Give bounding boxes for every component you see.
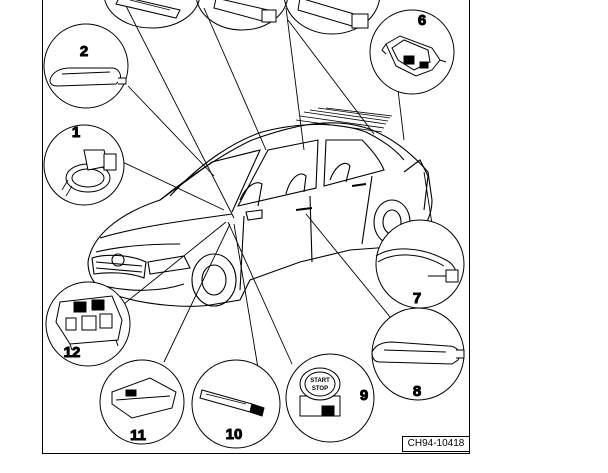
callout-6: 6 (418, 12, 426, 29)
callout-8: 8 (413, 383, 421, 400)
bubble-9: START STOP 9 (285, 353, 375, 443)
bubble-2: 2 (43, 23, 129, 109)
callout-11: 11 (130, 427, 146, 444)
reference-code-label: CH94-10418 (402, 436, 470, 452)
bubble-7: 7 (375, 219, 465, 309)
bubble-top-left (104, 0, 200, 29)
callout-7: 7 (413, 290, 421, 307)
bubble-1: 1 (43, 124, 125, 206)
bubble-11: 11 (99, 359, 185, 445)
start-button-label-line1: START (310, 378, 330, 384)
leader-lines (113, 5, 433, 369)
callout-12: 12 (64, 344, 81, 361)
callout-9: 9 (360, 387, 368, 404)
callout-1: 1 (72, 124, 80, 141)
start-button-label-line2: STOP (312, 386, 328, 392)
callout-10: 10 (226, 426, 243, 443)
bubble-8: 8 (371, 307, 465, 401)
bubble-top-right (284, 0, 380, 35)
bubble-12: 12 (45, 281, 131, 367)
bubble-10: 10 (191, 359, 281, 449)
callout-2: 2 (80, 43, 88, 60)
bubble-6: 6 (369, 9, 455, 95)
bubble-top-middle (196, 0, 288, 31)
